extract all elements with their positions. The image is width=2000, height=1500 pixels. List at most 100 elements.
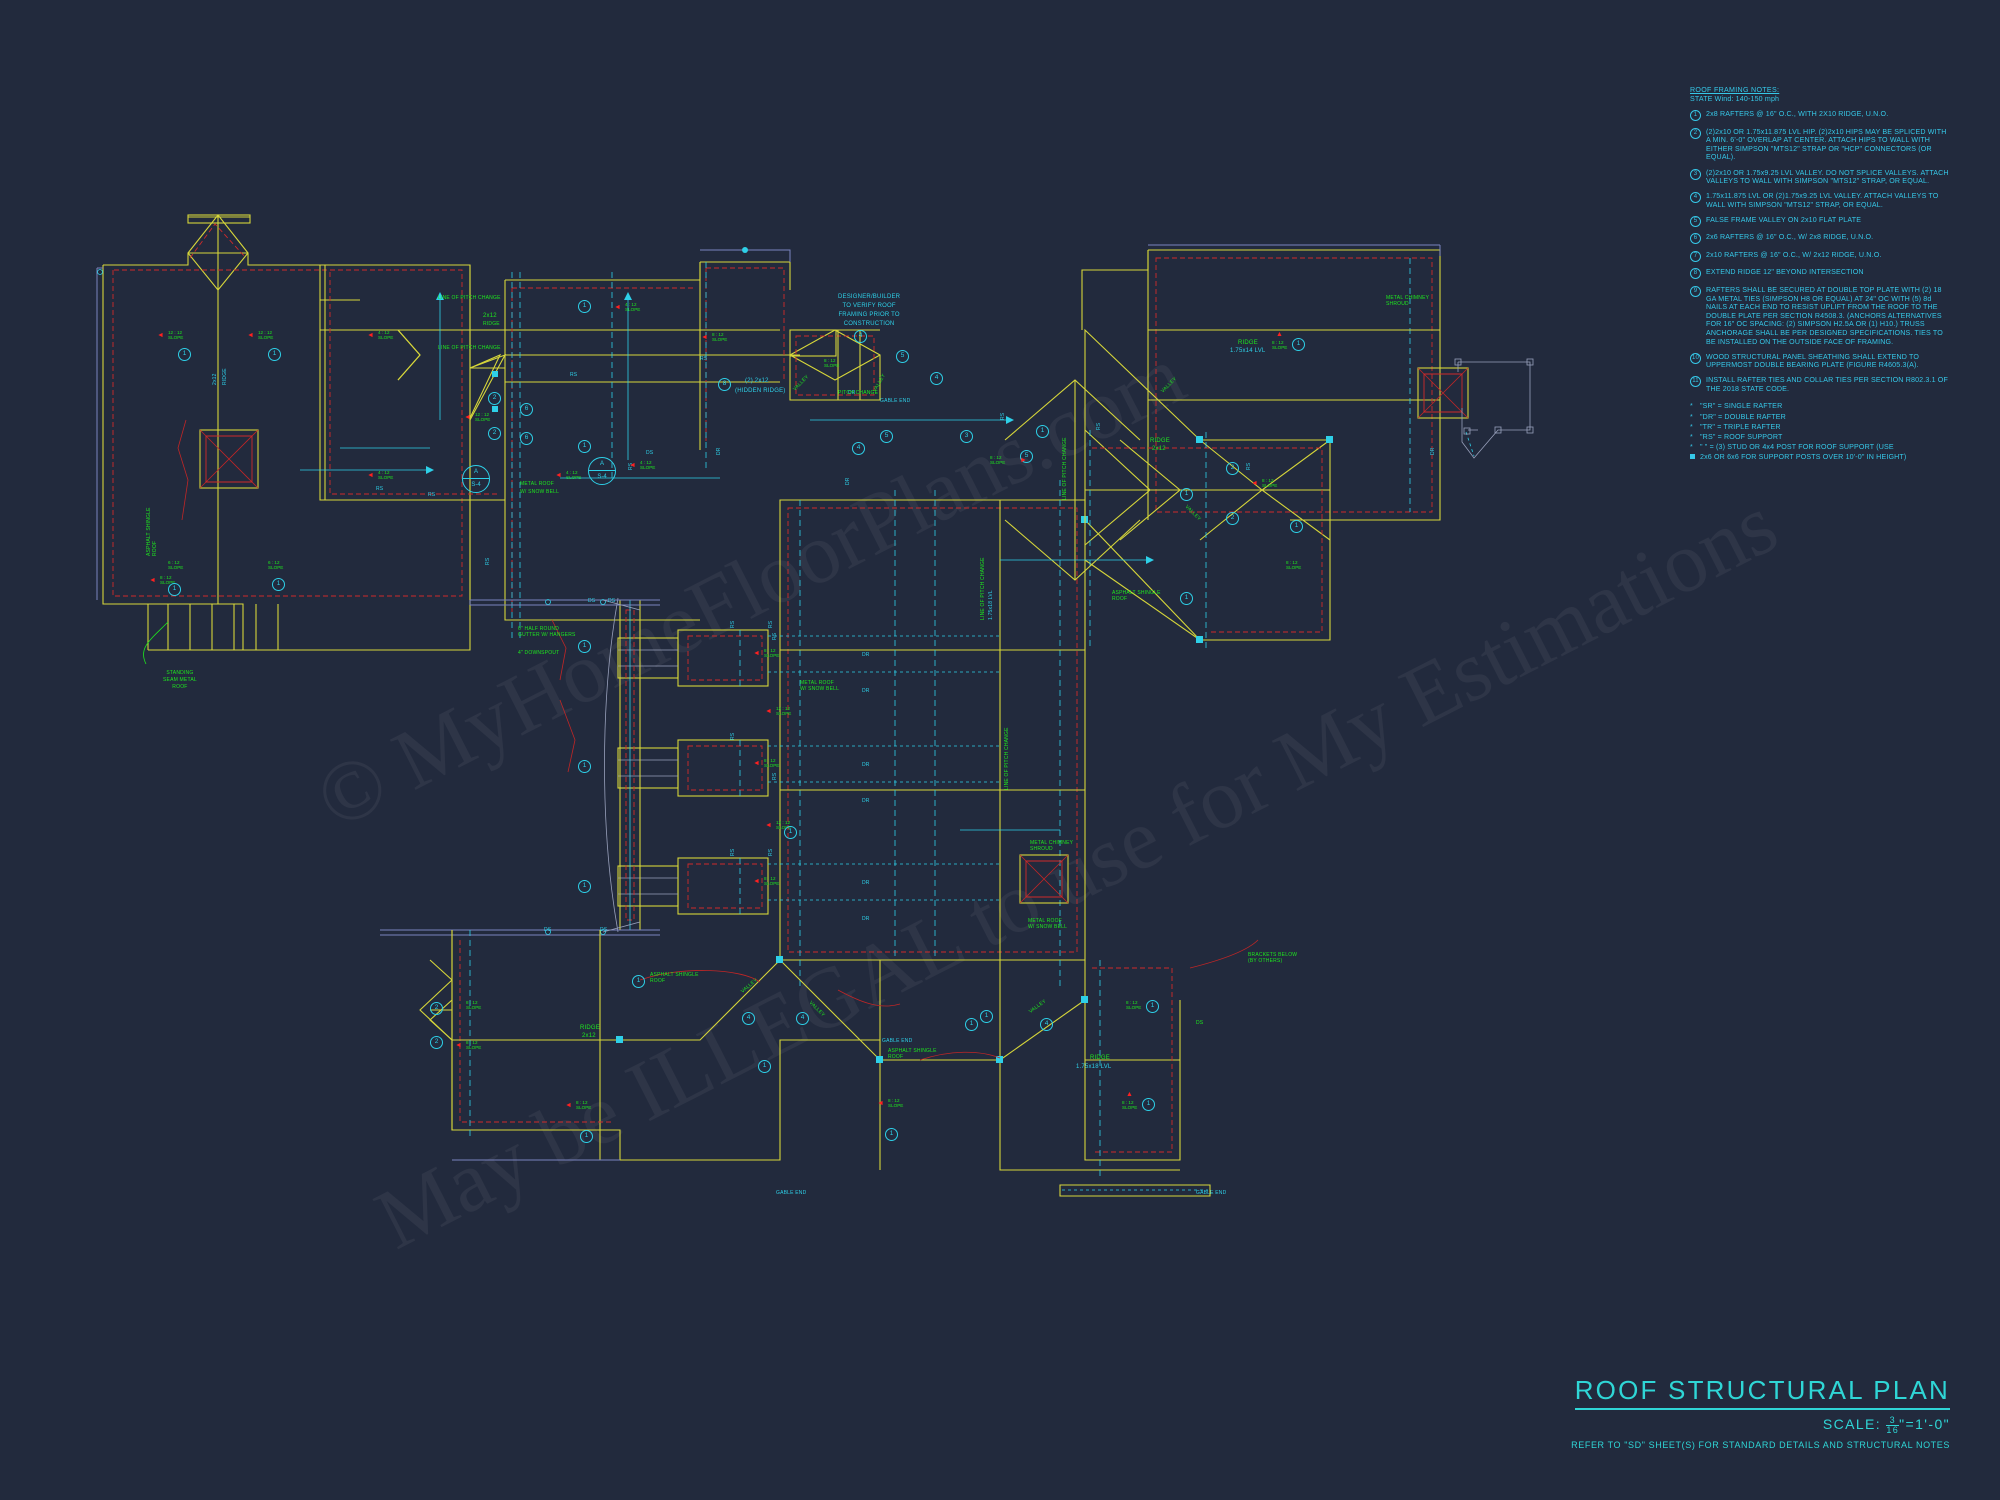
note-callout-1[interactable]: 1: [578, 300, 591, 313]
slope-tag: ◄ 12 : 12 SLOPE: [247, 330, 274, 340]
note-item: 6 2x6 RAFTERS @ 16" O.C., W/ 2x8 RIDGE, …: [1690, 233, 1950, 245]
note-callout-2[interactable]: 2: [430, 1036, 443, 1049]
ridge-lvl-size: 1.75x18 LVL: [988, 590, 994, 620]
ridge-label: RIDGE: [1090, 1055, 1111, 1061]
roof-support-label: RS: [1096, 422, 1102, 430]
legend-text: "DR" = DOUBLE RAFTER: [1700, 412, 1786, 421]
slope-tag: ▲ 8 : 12 SLOPE: [1122, 1091, 1138, 1110]
post-symbol-icon: [1690, 453, 1695, 459]
note-item: 8 EXTEND RIDGE 12" BEYOND INTERSECTION: [1690, 268, 1950, 280]
note-callout-1[interactable]: 1: [1146, 1000, 1159, 1013]
note-item: 1 2x8 RAFTERS @ 16" O.C., WITH 2X10 RIDG…: [1690, 110, 1950, 122]
slope-tag: ◄ 4 : 12 SLOPE: [614, 302, 641, 312]
note-callout-4[interactable]: 4: [854, 330, 867, 343]
notes-heading: ROOF FRAMING NOTES:: [1690, 86, 1780, 94]
note-callout-1[interactable]: 1: [1180, 592, 1193, 605]
note-callout-1[interactable]: 1: [272, 578, 285, 591]
legend-item: * " " = (3) STUD OR 4x4 POST FOR ROOF SU…: [1690, 442, 1894, 451]
note-callout-2[interactable]: 2: [488, 392, 501, 405]
note-callout-2[interactable]: 2: [430, 1002, 443, 1015]
note-callout-5[interactable]: 5: [880, 430, 893, 443]
note-callout-6[interactable]: 6: [520, 403, 533, 416]
note-callout-4[interactable]: 4: [1040, 1018, 1053, 1031]
note-callout-1[interactable]: 1: [632, 975, 645, 988]
note-callout-1[interactable]: 1: [578, 880, 591, 893]
double-rafter-label: DR: [862, 762, 870, 768]
slope-tag: ▲ 8 : 12 SLOPE: [1272, 331, 1288, 350]
note-callout-2[interactable]: 2: [1226, 512, 1239, 525]
ridge-label: RIDGE: [483, 321, 500, 327]
line-of-pitch-change-label: LINE OF PITCH CHANGE: [1004, 727, 1010, 790]
roof-support-label: RS: [428, 492, 436, 498]
note-callout-1[interactable]: 1: [268, 348, 281, 361]
note-item: 11 INSTALL RAFTER TIES AND COLLAR TIES P…: [1690, 376, 1950, 393]
note-callout-1[interactable]: 1: [1180, 488, 1193, 501]
slope-tag: ◄ 8 : 12 SLOPE: [565, 1100, 592, 1110]
slope-tag: ◄ 12 : 12 SLOPE: [157, 330, 184, 340]
note-item: 4 1.75x11.875 LVL OR (2)1.75x9.25 LVL VA…: [1690, 192, 1950, 209]
slope-tag: 6 : 12 SLOPE: [268, 560, 284, 570]
note-callout-1[interactable]: 1: [758, 1060, 771, 1073]
scale-fraction: 3 16: [1886, 1416, 1900, 1435]
note-callout-1[interactable]: 1: [1036, 425, 1049, 438]
note-text: (2)2x10 OR 1.75x11.875 LVL HIP. (2)2x10 …: [1706, 127, 1947, 162]
line-of-pitch-change-label: LINE OF PITCH CHANGE: [438, 295, 501, 301]
note-callout-1[interactable]: 1: [784, 826, 797, 839]
slope-tag: 8 : 12 SLOPE: [824, 358, 840, 368]
note-number: 7: [1690, 250, 1706, 262]
double-rafter-label: DR: [862, 688, 870, 694]
note-number: 9: [1690, 285, 1706, 346]
note-callout-4[interactable]: 4: [796, 1012, 809, 1025]
note-callout-8[interactable]: 8: [718, 378, 731, 391]
note-text: EXTEND RIDGE 12" BEYOND INTERSECTION: [1706, 268, 1864, 277]
page-title: ROOF STRUCTURAL PLAN: [1574, 1375, 1950, 1410]
note-callout-4[interactable]: 4: [852, 442, 865, 455]
note-callout-2[interactable]: 2: [1226, 462, 1239, 475]
slope-tag: ◄ 4 : 12 SLOPE: [367, 330, 394, 340]
note-callout-1[interactable]: 1: [178, 348, 191, 361]
roof-support-label: RS: [768, 620, 774, 628]
note-callout-1[interactable]: 1: [168, 583, 181, 596]
scale-numerator: 3: [1886, 1416, 1900, 1426]
note-callout-1[interactable]: 1: [885, 1128, 898, 1141]
scale-rest: "=1'-0": [1899, 1416, 1950, 1433]
ridge-label: RIDGE: [222, 368, 228, 385]
note-callout-3[interactable]: 3: [960, 430, 973, 443]
note-callout-1[interactable]: 1: [965, 1018, 978, 1031]
note-callout-5[interactable]: 5: [1020, 450, 1033, 463]
note-callout-4[interactable]: 4: [742, 1012, 755, 1025]
note-callout-6[interactable]: 6: [520, 432, 533, 445]
legend-text: "TR" = TRIPLE RAFTER: [1700, 422, 1781, 431]
note-callout-4[interactable]: 4: [930, 372, 943, 385]
note-callout-1[interactable]: 1: [578, 440, 591, 453]
roof-support-label: RS: [570, 372, 578, 378]
note-callout-1[interactable]: 1: [980, 1010, 993, 1023]
roof-support-label: RS: [700, 356, 708, 362]
note-callout-1[interactable]: 1: [578, 760, 591, 773]
note-number: 6: [1690, 233, 1706, 245]
note-text: FALSE FRAME VALLEY ON 2x10 FLAT PLATE: [1706, 215, 1862, 224]
downspout-tag: DS: [544, 927, 552, 933]
downspout-tag: DS: [1196, 1020, 1204, 1026]
roof-support-label: RS: [485, 557, 491, 565]
note-callout-1[interactable]: 1: [1142, 1098, 1155, 1111]
note-callout-1[interactable]: 1: [1292, 338, 1305, 351]
roof-support-label: RS: [376, 486, 384, 492]
note-callout-5[interactable]: 5: [896, 350, 909, 363]
note-callout-1[interactable]: 1: [1290, 520, 1303, 533]
abbreviation-legend: * "SR" = SINGLE RAFTER * "DR" = DOUBLE R…: [1690, 402, 1950, 461]
double-rafter-label: DR: [845, 477, 851, 485]
note-callout-1[interactable]: 1: [578, 640, 591, 653]
note-callout-1[interactable]: 1: [580, 1130, 593, 1143]
scale-line: SCALE: 3 16 "=1'-0": [1160, 1416, 1950, 1435]
note-item: 2 (2)2x10 OR 1.75x11.875 LVL HIP. (2)2x1…: [1690, 127, 1950, 162]
note-number: 2: [1690, 127, 1706, 162]
note-callout-2[interactable]: 2: [488, 427, 501, 440]
